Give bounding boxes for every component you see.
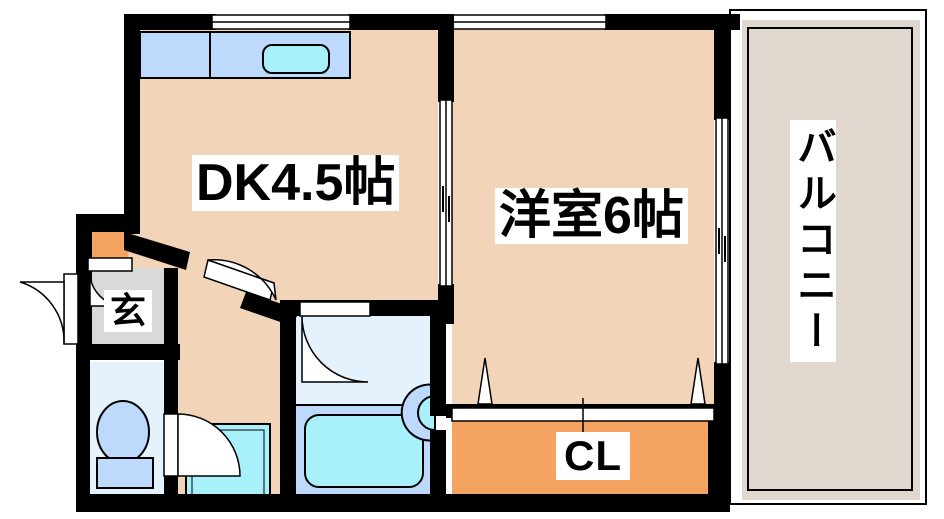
wall-top-right	[604, 14, 740, 30]
entrance-door-panel	[63, 273, 79, 345]
wall-shoe-left	[76, 214, 90, 264]
wall-entry-bottom	[76, 344, 180, 360]
wall-closet-right	[708, 404, 724, 508]
closet-pull-right	[690, 357, 706, 405]
entrance-door-swing	[19, 281, 65, 345]
label-dining-kitchen: DK4.5帖	[192, 155, 400, 211]
dk-door-swing	[207, 258, 277, 301]
label-entrance: 玄	[104, 290, 153, 332]
wall-angled-dk	[124, 232, 190, 270]
toilet-door-panel	[163, 413, 179, 477]
wall-shoe-frame	[88, 214, 140, 226]
bathroom-door-panel	[299, 301, 371, 317]
wall-bedroom-balcony-top	[714, 14, 730, 120]
wall-dk-left	[124, 14, 140, 234]
label-western-room: 洋室6帖	[495, 188, 688, 244]
label-balcony: バルコニー	[790, 120, 836, 362]
wall-toilet-left	[76, 358, 90, 504]
genkan-inner-door-panel	[87, 257, 133, 272]
openings	[19, 99, 729, 477]
wall-bath-right-lower	[430, 430, 446, 504]
wall-bottom	[76, 494, 722, 512]
toilet-door-swing	[177, 413, 241, 477]
label-closet: CL	[556, 432, 630, 480]
toilet-bowl	[96, 400, 150, 464]
balcony-rail	[729, 9, 927, 505]
wall-genkan-right	[164, 268, 178, 350]
dk-door	[203, 258, 277, 301]
wall-top-left	[124, 14, 216, 30]
toilet-tank	[96, 457, 154, 489]
kitchen-sink	[262, 44, 330, 74]
wall-dk-bedroom-bottom	[438, 284, 454, 324]
closet-pull-left	[477, 357, 493, 405]
wall-bath-right	[430, 300, 446, 416]
wall-dk-bedroom-top	[438, 14, 454, 102]
wall-bath-left	[280, 310, 296, 502]
bathroom-door-swing	[301, 315, 369, 383]
wall-toilet-right	[164, 358, 178, 416]
bathtub	[304, 414, 424, 488]
wall-top-mid	[348, 14, 454, 30]
